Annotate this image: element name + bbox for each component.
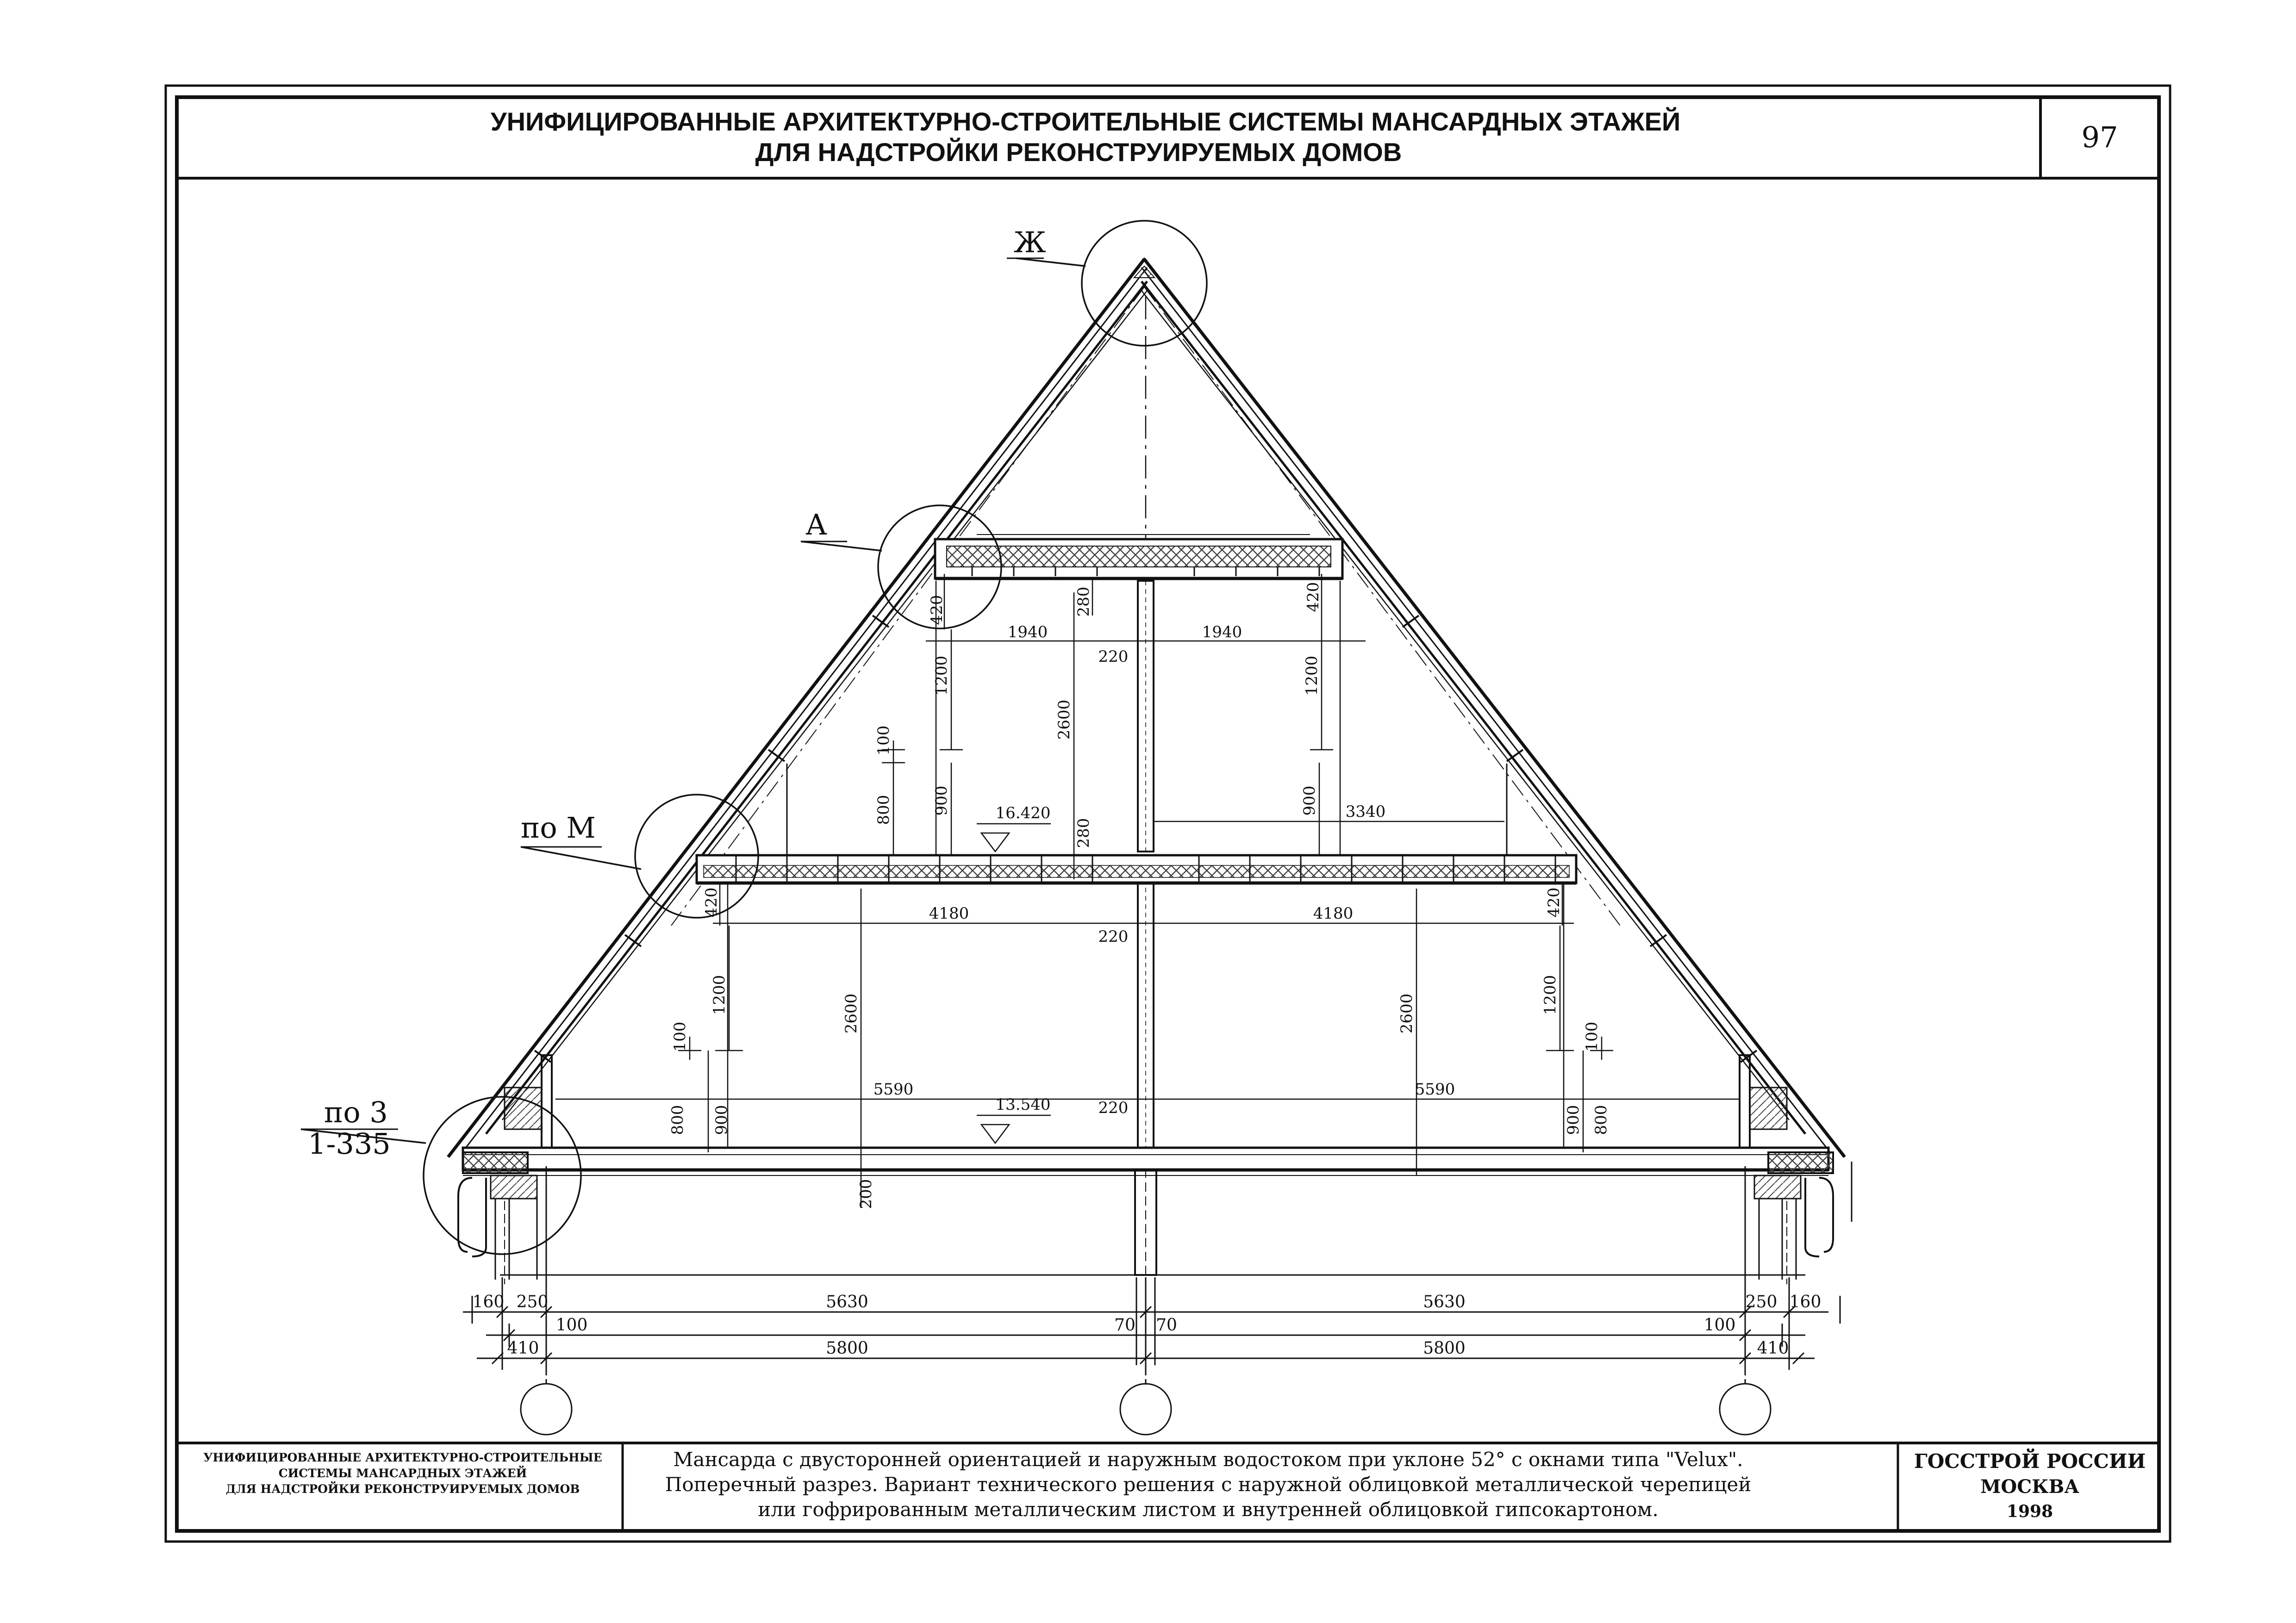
dim-1940-right: 1940 (1202, 623, 1242, 641)
sheet-frame (164, 84, 2171, 1543)
footer-desc-line3: или гофрированным металлическим листом и… (758, 1498, 1658, 1521)
dim-280-beam: 280 (1074, 587, 1093, 617)
dim-900-lower-left: 900 (712, 1105, 731, 1135)
dim-100-upper: 100 (874, 726, 893, 756)
dim-220-lower: 220 (1098, 1099, 1129, 1117)
dim-900-upper-left: 900 (932, 786, 951, 816)
dim-5800-right: 5800 (1423, 1339, 1466, 1358)
dim-420-beam-right: 420 (1304, 582, 1323, 612)
dim-160-left: 160 (473, 1293, 505, 1312)
mid-floor-slab (695, 854, 1578, 885)
dim-420-slab-right: 420 (1545, 888, 1563, 918)
footer-city: МОСКВА (1980, 1476, 2079, 1498)
top-ceiling-beam (934, 534, 1344, 580)
dim-410-right: 410 (1757, 1339, 1789, 1358)
detail-callouts (300, 220, 1208, 1255)
dim-160-right: 160 (1790, 1293, 1822, 1312)
bottom-dimension-chains (463, 1277, 1841, 1436)
dim-100-chain-right: 100 (1704, 1316, 1736, 1335)
dim-2600-lower-right: 2600 (1398, 994, 1416, 1034)
dim-800-lower-right: 800 (1592, 1105, 1610, 1135)
detail-callout-labels: Ж А по М по 3 1-335 (308, 225, 1046, 1161)
dim-100-lower-left: 100 (671, 1022, 689, 1052)
center-structure (1134, 296, 1157, 1287)
dim-70-right: 70 (1156, 1316, 1177, 1335)
dim-5630-left: 5630 (826, 1293, 868, 1312)
roof-shell (447, 257, 1846, 1158)
dim-220-mid: 220 (1098, 927, 1129, 946)
footer-desc-line1: Мансарда с двусторонней ориентацией и на… (673, 1448, 1743, 1471)
footer-left-line3: ДЛЯ НАДСТРОЙКИ РЕКОНСТРУИРУЕМЫХ ДОМОВ (226, 1481, 580, 1496)
dim-100-lower-right: 100 (1583, 1022, 1601, 1052)
page-number: 97 (2082, 120, 2118, 154)
callout-po-3: по 3 (324, 1095, 388, 1129)
dim-900-upper-right: 900 (1300, 786, 1319, 816)
title-block-footer: УНИФИЦИРОВАННЫЕ АРХИТЕКТУРНО-СТРОИТЕЛЬНЫ… (203, 1448, 2146, 1521)
header-title-line1: УНИФИЦИРОВАННЫЕ АРХИТЕКТУРНО-СТРОИТЕЛЬНЫ… (491, 107, 1680, 136)
footer-year: 1998 (2007, 1502, 2053, 1521)
callout-zh: Ж (1014, 225, 1046, 259)
dim-200-below: 200 (857, 1179, 875, 1209)
dim-1200-lower-left: 1200 (710, 975, 729, 1015)
dim-5630-right: 5630 (1423, 1293, 1466, 1312)
footer-org: ГОССТРОЙ РОССИИ (1914, 1448, 2146, 1473)
dim-2600-lower-left: 2600 (842, 994, 861, 1034)
dim-800-upper: 800 (874, 795, 893, 825)
dim-100-chain-left: 100 (556, 1316, 588, 1335)
internal-dimension-lines (555, 574, 1741, 1208)
dim-2600-upper: 2600 (1055, 700, 1073, 740)
internal-dimension-labels: 420 280 420 1940 1940 220 1200 1200 2600… (668, 582, 1610, 1209)
dim-420-beam-left: 420 (928, 595, 946, 625)
bottom-dimension-labels: 160 250 5630 5630 250 160 100 70 70 100 … (473, 1293, 1822, 1358)
level-13540: 13.540 (996, 1095, 1051, 1114)
dim-3340: 3340 (1346, 802, 1386, 821)
dim-900-lower-right: 900 (1564, 1105, 1583, 1135)
dim-250-left: 250 (517, 1293, 549, 1312)
footer-left-line2: СИСТЕМЫ МАНСАРДНЫХ ЭТАЖЕЙ (279, 1466, 527, 1480)
dim-1200-upper-left: 1200 (932, 656, 951, 696)
level-16420: 16.420 (996, 804, 1051, 822)
dim-420-slab-left: 420 (702, 888, 721, 918)
dim-4180-right: 4180 (1313, 904, 1354, 923)
callout-po-m: по М (521, 811, 596, 845)
dim-70-left: 70 (1114, 1316, 1136, 1335)
footer-left-line1: УНИФИЦИРОВАННЫЕ АРХИТЕКТУРНО-СТРОИТЕЛЬНЫ… (203, 1451, 602, 1464)
dim-800-lower-left: 800 (668, 1105, 687, 1135)
eaves-right (1736, 1087, 1853, 1284)
title-block-header: УНИФИЦИРОВАННЫЕ АРХИТЕКТУРНО-СТРОИТЕЛЬНЫ… (491, 107, 2118, 167)
callout-1-335: 1-335 (308, 1127, 391, 1161)
dim-4180-left: 4180 (929, 904, 969, 923)
dim-280-slab: 280 (1074, 818, 1093, 848)
dim-1940-left: 1940 (1008, 623, 1048, 641)
dim-220-upper: 220 (1098, 647, 1129, 666)
dim-410-left: 410 (507, 1339, 539, 1358)
knee-walls (541, 581, 1751, 1149)
eaves-left (457, 1087, 555, 1284)
footer-desc-line2: Поперечный разрез. Вариант технического … (665, 1473, 1751, 1496)
dim-5590-left: 5590 (873, 1080, 914, 1099)
dim-1200-upper-right: 1200 (1303, 656, 1321, 696)
dim-250-right: 250 (1746, 1293, 1778, 1312)
dim-1200-lower-right: 1200 (1541, 975, 1560, 1015)
callout-a: А (805, 508, 827, 541)
dim-5800-left: 5800 (826, 1339, 868, 1358)
dim-5590-right: 5590 (1415, 1080, 1455, 1099)
header-title-line2: ДЛЯ НАДСТРОЙКИ РЕКОНСТРУИРУЕМЫХ ДОМОВ (755, 137, 1402, 167)
